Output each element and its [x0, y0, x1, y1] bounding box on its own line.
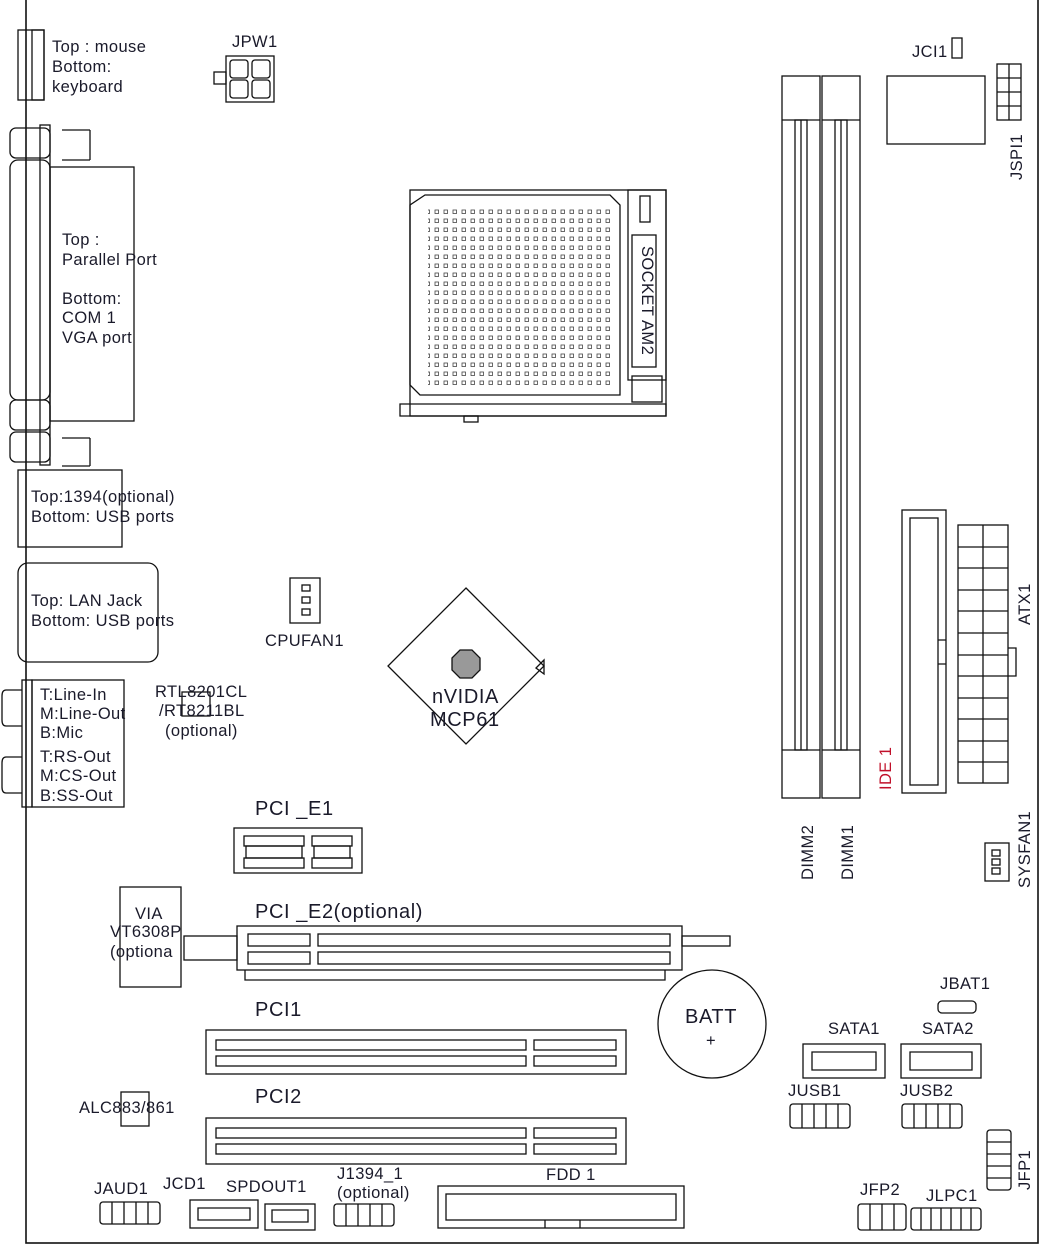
- jlpc1-label: JLPC1: [926, 1187, 978, 1205]
- via-chip: [119, 886, 182, 988]
- sysfan1-label: SYSFAN1: [1016, 810, 1034, 888]
- spdout1-label: SPDOUT1: [226, 1178, 307, 1196]
- lan-chip: [181, 691, 211, 717]
- chipset-label-2: MCP61: [430, 709, 500, 731]
- jfp2-label: JFP2: [860, 1181, 901, 1199]
- alc-label: ALC883/861: [79, 1099, 175, 1117]
- lan-usb-connector: [17, 562, 159, 663]
- ide1-connector: [901, 509, 947, 794]
- j1394-label-1: J1394_1: [337, 1165, 404, 1183]
- jfp2-header: [857, 1203, 907, 1231]
- audio-label-5: M:CS-Out: [40, 767, 117, 785]
- sysfan1-header: [984, 842, 1010, 882]
- audio-jacks: [1, 679, 125, 808]
- sata2-connector: [900, 1043, 982, 1079]
- battery: [657, 969, 767, 1079]
- pcie2-slot: [183, 925, 731, 981]
- cpu-socket: [399, 189, 667, 423]
- parallel-label-5: VGA port: [62, 329, 133, 347]
- jusb2-header: [901, 1103, 963, 1129]
- j1394-header: [333, 1203, 395, 1227]
- ps2-label-top: Top : mouse: [52, 38, 147, 56]
- dimm1-label: DIMM1: [839, 824, 857, 880]
- parallel-label-4: COM 1: [62, 309, 117, 327]
- jusb1-label: JUSB1: [788, 1082, 842, 1100]
- fdd1-label: FDD 1: [546, 1166, 596, 1184]
- atx1-label: ATX1: [1016, 583, 1034, 625]
- parallel-label-3: Bottom:: [62, 290, 122, 308]
- lan-label-1: Top: LAN Jack: [31, 592, 143, 610]
- jcd1-label: JCD1: [163, 1175, 206, 1193]
- dimm2-label: DIMM2: [799, 824, 817, 880]
- chipset: [387, 587, 545, 745]
- batt-plus-label: +: [706, 1032, 717, 1050]
- board-outline: [25, 0, 1039, 1244]
- pcie1-label: PCI _E1: [255, 798, 334, 820]
- jlpc1-header: [910, 1207, 982, 1231]
- ps2-label-keyboard: keyboard: [52, 78, 124, 96]
- usb1394-label-1: Top:1394(optional): [31, 488, 175, 506]
- lanchip-label-1: RTL8201CL: [155, 683, 248, 701]
- sata1-connector: [802, 1043, 886, 1079]
- via-label-1: VIA: [135, 905, 163, 923]
- 1394-usb-connector: [17, 469, 123, 548]
- ps2-connector: [17, 29, 45, 101]
- jspi1-header: [996, 63, 1022, 121]
- jbat1-header: [937, 1000, 977, 1014]
- lan-label-2: Bottom: USB ports: [31, 612, 175, 630]
- jci1-header: [951, 37, 963, 59]
- sata2-label: SATA2: [922, 1020, 974, 1038]
- lanchip-label-2: /RT8211BL: [159, 702, 245, 720]
- pci1-slot: [205, 1029, 627, 1075]
- jaud1-label: JAUD1: [94, 1180, 149, 1198]
- ide1-label: IDE 1: [877, 746, 895, 790]
- pci1-label: PCI1: [255, 999, 302, 1021]
- audio-label-3: B:Mic: [40, 724, 84, 742]
- cpufan-label: CPUFAN1: [265, 632, 344, 650]
- parallel-label-2: Parallel Port: [62, 251, 158, 269]
- lanchip-label-3: (optional): [165, 722, 238, 740]
- pcie1-slot: [233, 827, 363, 874]
- jbat1-label: JBAT1: [940, 975, 991, 993]
- via-label-2: VT6308P: [110, 923, 182, 941]
- jusb2-label: JUSB2: [900, 1082, 954, 1100]
- jusb1-header: [789, 1103, 851, 1129]
- atx1-connector: [957, 524, 1017, 784]
- sata1-label: SATA1: [828, 1020, 880, 1038]
- jfp1-label: JFP1: [1016, 1149, 1034, 1190]
- audio-label-6: B:SS-Out: [40, 787, 113, 805]
- jaud1-header: [99, 1201, 161, 1225]
- parallel-com-vga-connector: [9, 124, 135, 467]
- fdd1-connector: [437, 1185, 685, 1229]
- usb1394-label-2: Bottom: USB ports: [31, 508, 175, 526]
- jci1-label: JCI1: [912, 43, 948, 61]
- jpw1-connector: [213, 55, 275, 103]
- batt-label: BATT: [685, 1006, 738, 1028]
- jspi1-label: JSPI1: [1008, 133, 1026, 180]
- pcie2-label: PCI _E2(optional): [255, 901, 424, 923]
- bios-chip: [886, 75, 986, 145]
- audio-label-4: T:RS-Out: [40, 748, 112, 766]
- parallel-label-1: Top :: [62, 231, 100, 249]
- j1394-label-2: (optional): [337, 1184, 410, 1202]
- socket-label: SOCKET AM2: [638, 246, 656, 356]
- audio-label-2: M:Line-Out: [40, 705, 126, 723]
- dimm-slots: [781, 75, 861, 799]
- jpw1-label: JPW1: [232, 33, 278, 51]
- jfp1-header: [986, 1129, 1012, 1191]
- via-label-3: (optiona: [110, 943, 173, 961]
- cpufan1-header: [289, 577, 321, 624]
- spdout1-header: [264, 1203, 316, 1231]
- alc-chip: [120, 1091, 150, 1127]
- pci2-label: PCI2: [255, 1086, 302, 1108]
- ps2-label-bottom: Bottom:: [52, 58, 112, 76]
- chipset-label-1: nVIDIA: [432, 686, 499, 708]
- pci2-slot: [205, 1117, 627, 1165]
- audio-label-1: T:Line-In: [40, 686, 107, 704]
- jcd1-header: [189, 1199, 259, 1229]
